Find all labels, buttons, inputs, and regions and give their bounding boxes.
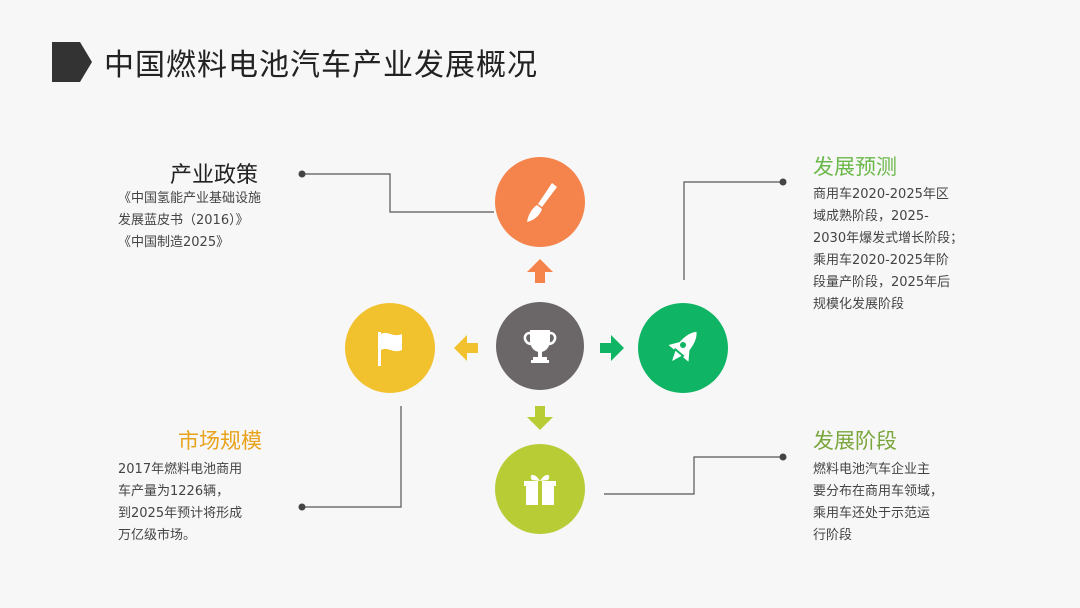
forecast-line: 规模化发展阶段 (813, 297, 905, 312)
forecast-line: 段量产阶段，2025年后 (813, 275, 951, 290)
stage-line: 要分布在商用车领域， (813, 484, 944, 499)
market-title: 市场规模 (178, 429, 262, 453)
policy-line: 《中国氢能产业基础设施 (118, 191, 262, 206)
trophy-icon (523, 330, 557, 363)
forecast-line: 2030年爆发式增长阶段； (813, 231, 964, 246)
policy-brush-circle (495, 157, 585, 247)
policy-line: 《中国制造2025》 (118, 235, 230, 250)
forecast-rocket-circle (638, 303, 728, 393)
gift-box-icon (524, 474, 556, 505)
market-line: 到2025年预计将形成 (118, 506, 243, 521)
arrow-right-icon (600, 335, 624, 361)
page-title: 中国燃料电池汽车产业发展概况 (104, 48, 538, 83)
market-line: 车产量为1226辆， (118, 484, 230, 499)
stage-title: 发展阶段 (813, 429, 897, 453)
forecast-title: 发展预测 (813, 155, 897, 179)
stage-text: 燃料电池汽车企业主 要分布在商用车领域， 乘用车还处于示范运 行阶段 (813, 459, 943, 547)
market-flag-circle (345, 303, 435, 393)
rocket-icon (668, 331, 697, 362)
stage-line: 行阶段 (813, 528, 853, 543)
policy-line: 发展蓝皮书（2016）》 (118, 213, 249, 228)
stage-line: 乘用车还处于示范运 (813, 506, 931, 521)
flag-icon (378, 332, 402, 366)
arrow-left-icon (454, 335, 478, 361)
forecast-text: 商用车2020-2025年区 域成熟阶段，2025- 2030年爆发式增长阶段；… (813, 184, 963, 316)
policy-title: 产业政策 (170, 163, 259, 188)
title-marker-icon (52, 42, 92, 82)
stage-gift-circle (495, 444, 585, 534)
stage-line: 燃料电池汽车企业主 (813, 462, 931, 477)
forecast-line: 域成熟阶段，2025- (813, 209, 929, 224)
market-line: 2017年燃料电池商用 (118, 462, 243, 477)
paintbrush-icon (527, 183, 557, 222)
forecast-line: 乘用车2020-2025年阶 (813, 253, 949, 268)
arrow-down-icon (527, 406, 553, 430)
center-trophy-circle (496, 302, 584, 390)
policy-text: 《中国氢能产业基础设施 发展蓝皮书（2016）》 《中国制造2025》 (118, 188, 261, 254)
forecast-line: 商用车2020-2025年区 (813, 187, 949, 202)
market-text: 2017年燃料电池商用 车产量为1226辆， 到2025年预计将形成 万亿级市场… (118, 459, 242, 547)
arrow-up-icon (527, 259, 553, 283)
market-line: 万亿级市场。 (118, 528, 197, 543)
